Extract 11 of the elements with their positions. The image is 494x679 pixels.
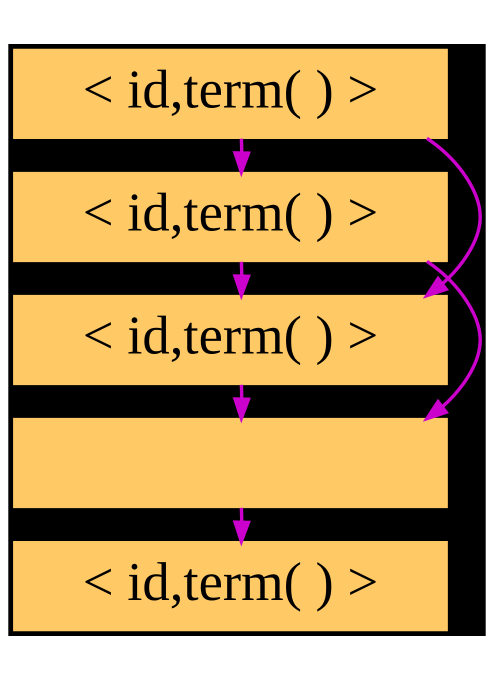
- node-bar: [13, 417, 448, 508]
- arrow: [232, 261, 251, 300]
- node-box: < id,term( ) >: [13, 171, 448, 262]
- node-box: < id,term( ) >: [13, 540, 448, 631]
- arrow: [232, 507, 251, 546]
- arrow: [422, 259, 482, 422]
- arrow: [232, 138, 251, 177]
- arrow: [232, 384, 251, 423]
- arrow: [422, 136, 482, 298]
- node-box: < id,term( ) >: [13, 294, 448, 385]
- node-box: < id,term( ) >: [13, 48, 448, 139]
